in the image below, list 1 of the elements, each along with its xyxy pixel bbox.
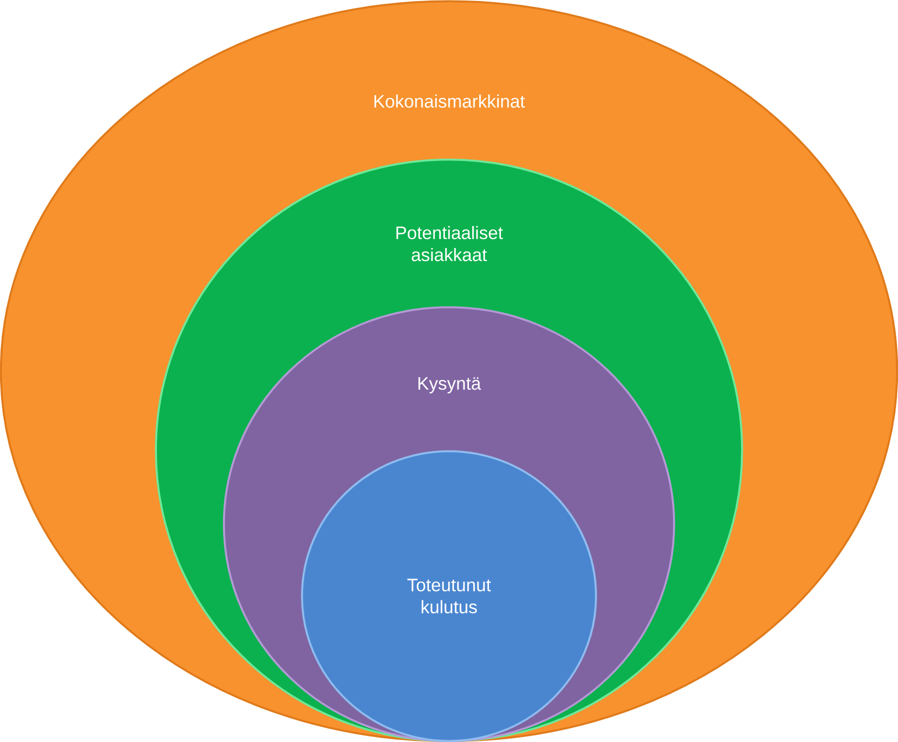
circle-region: Toteutunut kulutus (301, 450, 597, 742)
